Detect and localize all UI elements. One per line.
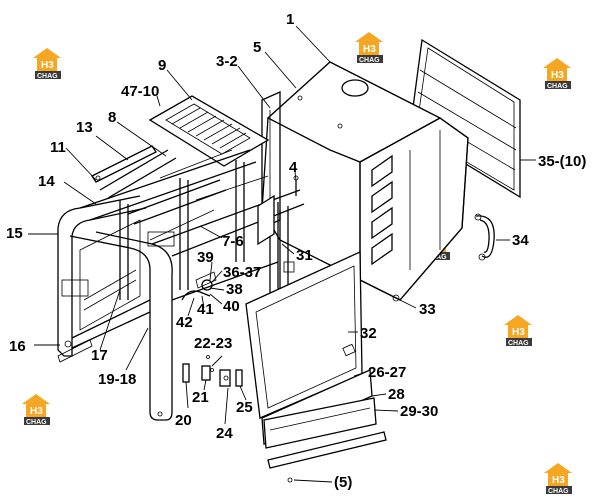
leader-lines: [28, 25, 536, 483]
callout-labels: 1 5 3-2 9 47-10 13 8 11 14 15 4 35-(10) …: [6, 11, 586, 491]
callout-20: 20: [175, 412, 192, 429]
svg-text:H3: H3: [363, 44, 376, 55]
callout-25: 25: [236, 399, 253, 416]
callout-4: 4: [289, 159, 298, 176]
callout-47-10: 47-10: [121, 83, 159, 100]
part-13-bracket: [91, 145, 157, 183]
watermark-logo: H3 CHAG: [504, 315, 532, 347]
svg-text:CHAG: CHAG: [508, 340, 529, 347]
callout-19-18: 19-18: [98, 371, 136, 388]
svg-text:H3: H3: [30, 406, 43, 417]
callout-5-bottom: (5): [334, 474, 352, 491]
part-29-kick-plate: [263, 397, 377, 449]
callout-1: 1: [286, 11, 294, 28]
part-9-roof-panel: [148, 95, 270, 167]
callout-9: 9: [158, 57, 166, 74]
callout-11: 11: [50, 139, 66, 156]
callout-32: 32: [360, 325, 377, 342]
callout-40: 40: [223, 298, 240, 315]
callout-39: 39: [197, 249, 214, 266]
watermark-logo: H3 CHAG: [543, 58, 571, 90]
part-1-cab-shell: [261, 61, 469, 301]
callout-33: 33: [419, 301, 436, 318]
svg-text:H3: H3: [552, 475, 565, 486]
callout-7-6: 7-6: [222, 233, 244, 250]
small-hardware: [182, 294, 400, 387]
svg-text:CHAG: CHAG: [37, 73, 58, 80]
watermark-logo: H3 CHAG: [544, 463, 572, 495]
part-38-latch: [181, 271, 217, 301]
callout-26-27: 26-27: [368, 364, 406, 381]
callout-29-30: 29-30: [400, 403, 438, 420]
callout-21: 21: [192, 389, 209, 406]
callout-24: 24: [216, 425, 233, 442]
callout-3-2: 3-2: [216, 53, 238, 70]
callout-16: 16: [9, 338, 26, 355]
callout-42: 42: [176, 314, 193, 331]
callout-5: 5: [253, 39, 261, 56]
part-15-main-frame: [57, 149, 305, 421]
callout-22-23: 22-23: [194, 335, 232, 352]
callout-41: 41: [197, 301, 214, 318]
svg-text:CHAG: CHAG: [26, 419, 47, 426]
part-5-bottom-strip: [267, 431, 387, 483]
svg-text:CHAG: CHAG: [547, 83, 568, 90]
callout-35-10: 35-(10): [538, 153, 586, 170]
svg-text:H3: H3: [41, 60, 54, 71]
watermark-logo: H3 CHAG: [22, 394, 50, 426]
callout-34: 34: [512, 232, 529, 249]
callout-36-37: 36-37: [223, 264, 261, 281]
watermark-logo: H3 CHAG: [355, 32, 383, 64]
callout-13: 13: [76, 119, 93, 136]
callout-38: 38: [226, 281, 243, 298]
part-31-pillar: [257, 194, 295, 290]
callout-14: 14: [38, 173, 55, 190]
svg-text:H3: H3: [551, 70, 564, 81]
svg-text:CHAG: CHAG: [548, 488, 569, 495]
svg-text:H3: H3: [512, 327, 525, 338]
callout-31: 31: [296, 247, 313, 264]
callout-8: 8: [108, 109, 116, 126]
callout-15: 15: [6, 225, 23, 242]
watermark-logo: H3 CHAG: [33, 48, 61, 80]
part-34-handle: [474, 213, 495, 261]
callout-28: 28: [388, 386, 405, 403]
callout-17: 17: [91, 347, 108, 364]
svg-text:CHAG: CHAG: [359, 57, 380, 64]
